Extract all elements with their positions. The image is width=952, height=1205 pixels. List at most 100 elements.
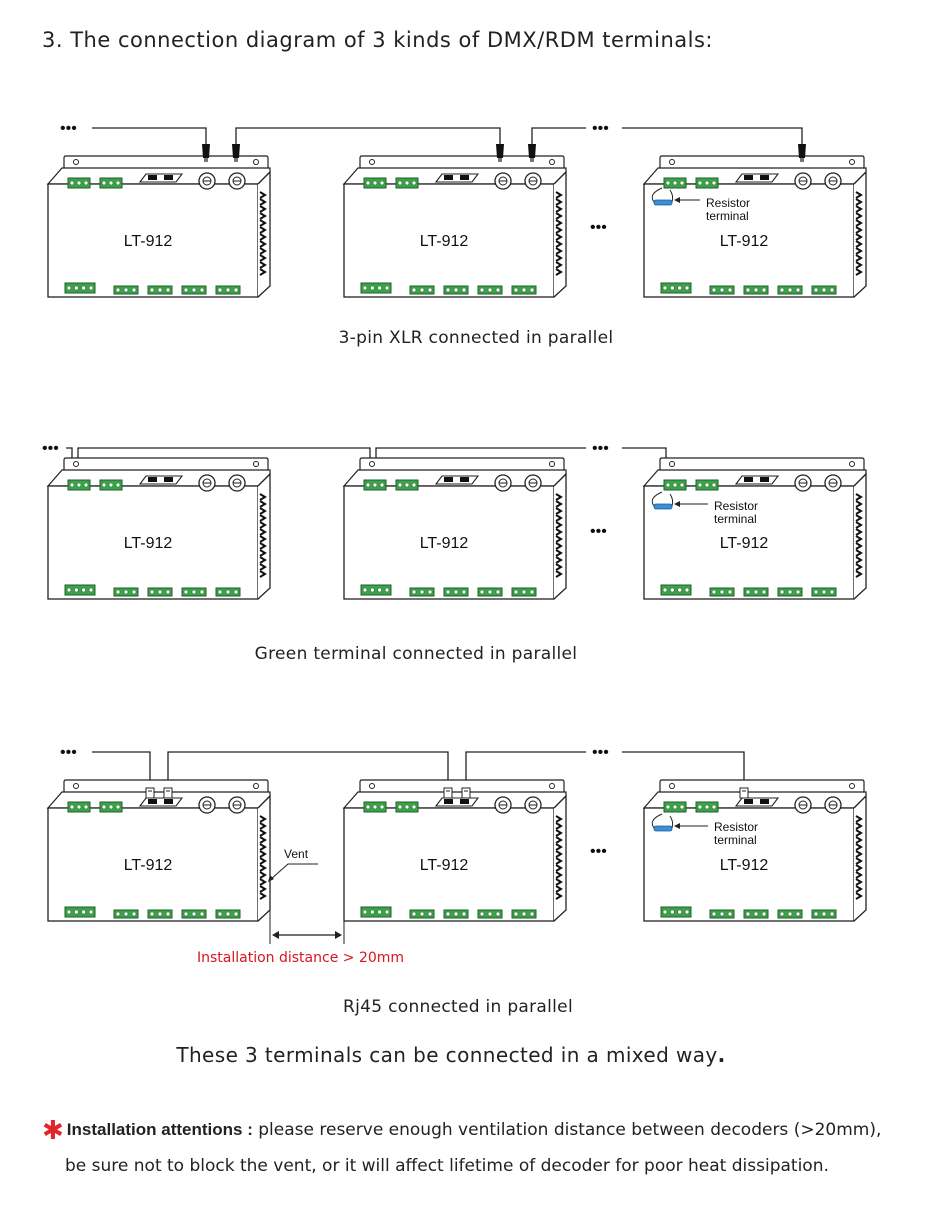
decoder-device: LT-912: [342, 457, 567, 600]
vent-slot: [259, 542, 267, 550]
power-terminal: [360, 906, 392, 918]
rj45-port-housing: [138, 797, 184, 807]
attention-line1: please reserve enough ventilation distan…: [252, 1120, 882, 1140]
mounting-flange: [659, 779, 865, 792]
dmx-cable: [622, 751, 745, 788]
vent-slot: [855, 836, 863, 844]
rj45-port: [164, 799, 173, 804]
attention-title: Installation attentions :: [66, 1120, 253, 1139]
decoder-device: LT-912: [642, 155, 867, 298]
attention-line2: be sure not to block the vent, or it wil…: [65, 1156, 829, 1176]
decoder-device: LT-912: [46, 457, 271, 600]
mounting-flange: [359, 779, 565, 792]
vent-slot: [555, 843, 563, 851]
rj45-port: [164, 477, 173, 482]
dmx-cable: [92, 751, 151, 788]
vent-slot: [555, 247, 563, 255]
device-front-face: [343, 807, 555, 922]
vent-slot: [855, 549, 863, 557]
mounting-hole: [253, 783, 259, 789]
vent-slot: [555, 500, 563, 508]
ellipsis: •••: [60, 120, 77, 137]
rj45-port: [460, 477, 469, 482]
vent-slot: [259, 233, 267, 241]
device-model-label: LT-912: [720, 857, 769, 874]
vent-slot: [555, 191, 563, 199]
rj45-plug: [163, 787, 173, 799]
ellipsis: •••: [592, 744, 609, 761]
vent-slot: [259, 570, 267, 578]
resistor-arrow-head: [674, 197, 680, 203]
vent-slot: [855, 493, 863, 501]
rj45-port: [460, 175, 469, 180]
resistor-label-line1: Resistor: [714, 499, 758, 513]
installation-attention: ✱Installation attentions : please reserv…: [42, 1112, 922, 1184]
power-terminal: [64, 906, 96, 918]
rj45-port: [744, 477, 753, 482]
resistor-lead: [651, 491, 674, 507]
dmx-cable: [92, 127, 207, 144]
resistor-label-line2: terminal: [714, 833, 757, 847]
ellipsis: •••: [592, 120, 609, 137]
mounting-hole: [369, 783, 375, 789]
rj45-plug: [739, 787, 749, 799]
vent-slot: [259, 556, 267, 564]
mounting-hole: [849, 159, 855, 165]
resistor-icon: [653, 825, 673, 832]
vent-slot: [259, 219, 267, 227]
device-model-label: LT-912: [124, 857, 173, 874]
resistor-label-line2: terminal: [706, 209, 749, 223]
vent-slot: [555, 878, 563, 886]
rj45-port-housing: [734, 173, 780, 183]
vent-slot: [555, 205, 563, 213]
device-model-label: LT-912: [124, 535, 173, 552]
vent-slot: [259, 563, 267, 571]
vent-slot: [259, 843, 267, 851]
vent-slot: [555, 219, 563, 227]
device-model-label: LT-912: [420, 535, 469, 552]
mounting-flange: [659, 457, 865, 470]
mounting-flange: [63, 155, 269, 168]
vent-slot: [555, 212, 563, 220]
vent-slot: [259, 500, 267, 508]
rj45-port-housing: [138, 475, 184, 485]
device-front-face: [47, 807, 259, 922]
mounting-hole: [369, 461, 375, 467]
vent-slot: [259, 815, 267, 823]
mounting-hole: [549, 159, 555, 165]
rj45-port: [760, 175, 769, 180]
decoder-device: LT-912: [342, 155, 567, 298]
asterisk-icon: ✱: [42, 1116, 64, 1146]
vent-slot: [555, 563, 563, 571]
ellipsis: •••: [590, 219, 607, 236]
mounting-hole: [253, 159, 259, 165]
vent-slot: [855, 500, 863, 508]
xlr-plug-tip: [204, 158, 208, 162]
vent-slot: [855, 247, 863, 255]
mounting-flange: [659, 155, 865, 168]
vent-slot: [259, 212, 267, 220]
device-front-face: [643, 183, 855, 298]
vent-slot: [855, 892, 863, 900]
vent-slot: [259, 247, 267, 255]
resistor-arrow-head: [674, 823, 680, 829]
vent-slot: [855, 205, 863, 213]
vent-slot: [259, 261, 267, 269]
vent-slot: [259, 198, 267, 206]
device-front-face: [643, 807, 855, 922]
dimension-arrow-heads: [272, 931, 342, 939]
mounting-hole: [73, 783, 79, 789]
vent-slot: [259, 521, 267, 529]
dmx-cable: [167, 751, 449, 788]
vent-slot: [259, 205, 267, 213]
decoder-device: LT-912: [342, 779, 567, 922]
xlr-plug: [496, 144, 504, 158]
device-model-label: LT-912: [720, 535, 769, 552]
vent-slot: [855, 885, 863, 893]
page-heading: 3. The connection diagram of 3 kinds of …: [42, 28, 713, 52]
vent-slot: [555, 549, 563, 557]
